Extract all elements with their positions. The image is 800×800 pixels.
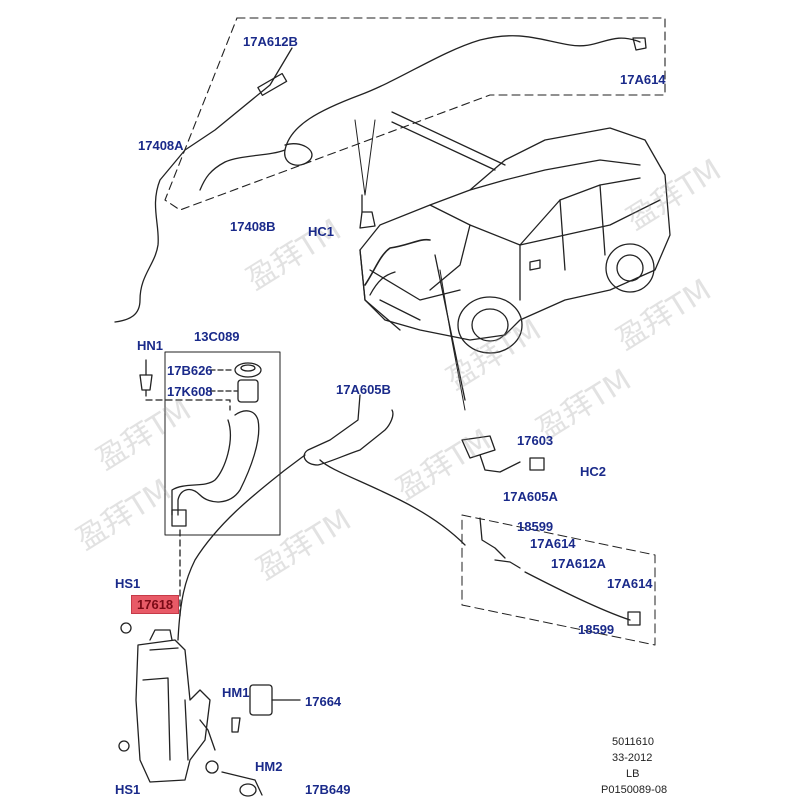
- clip-HC2: [529, 457, 545, 471]
- bolt-HS1-bottom: [118, 740, 130, 752]
- callout-17408B: 17408B: [230, 219, 276, 234]
- callout-17B649: 17B649: [305, 782, 351, 797]
- callout-17664: 17664: [305, 694, 342, 709]
- filler-neck: [177, 410, 260, 516]
- connector-17A612B: [257, 72, 288, 96]
- callout-HC2: HC2: [580, 464, 607, 479]
- callout-HN1: HN1: [137, 338, 164, 353]
- callout-17K608: 17K608: [167, 384, 213, 399]
- callout-13C089: 13C089: [194, 329, 240, 344]
- hose-17A612A: [524, 571, 631, 621]
- callout-HS1-bottom: HS1: [115, 782, 141, 797]
- callout-HC1: HC1: [308, 224, 335, 239]
- callout-17A612A: 17A612A: [551, 556, 606, 571]
- callout-17A614-right: 17A614: [607, 576, 653, 591]
- pump-17664: [249, 684, 273, 716]
- nozzle-17A614-top: [632, 37, 647, 51]
- clip-HN1: [139, 374, 153, 391]
- hose-17408A-left: [114, 47, 293, 323]
- callout-HM1: HM1: [222, 685, 250, 700]
- hose-17B649: [221, 771, 263, 796]
- jet-17603: [461, 435, 496, 459]
- hose-17A605B: [303, 394, 394, 466]
- callout-18599-b: 18599: [578, 622, 615, 637]
- callout-17618: 17618: [131, 595, 180, 614]
- callout-17A605A: 17A605A: [503, 489, 558, 504]
- callout-17408A: 17408A: [138, 138, 184, 153]
- filter-17K608: [237, 379, 259, 403]
- hose-assembly-frame: [164, 17, 666, 211]
- hose-17408A: [284, 35, 641, 166]
- callout-18599-a: 18599: [517, 519, 554, 534]
- bolt-HS1-top: [120, 622, 132, 634]
- callout-17A605B: 17A605B: [336, 382, 391, 397]
- doc-code-line-3: LB: [626, 768, 640, 780]
- callout-17B626: 17B626: [167, 363, 213, 378]
- clip-HC1: [359, 211, 376, 229]
- doc-code-line-1: 5011610: [612, 736, 655, 748]
- callout-17A612B: 17A612B: [243, 34, 298, 49]
- callout-HM2: HM2: [255, 759, 283, 774]
- cap-17B626: [234, 362, 262, 378]
- callout-17603: 17603: [517, 433, 554, 448]
- reservoir-17618: [135, 629, 211, 783]
- vehicle-outline: [359, 127, 671, 354]
- doc-code-line-4: P0150089-08: [601, 784, 668, 796]
- callout-17A614-top: 17A614: [620, 72, 666, 87]
- callout-17A614-mid: 17A614: [530, 536, 576, 551]
- callout-HS1-top: HS1: [115, 576, 141, 591]
- doc-code-line-2: 33-2012: [612, 752, 653, 764]
